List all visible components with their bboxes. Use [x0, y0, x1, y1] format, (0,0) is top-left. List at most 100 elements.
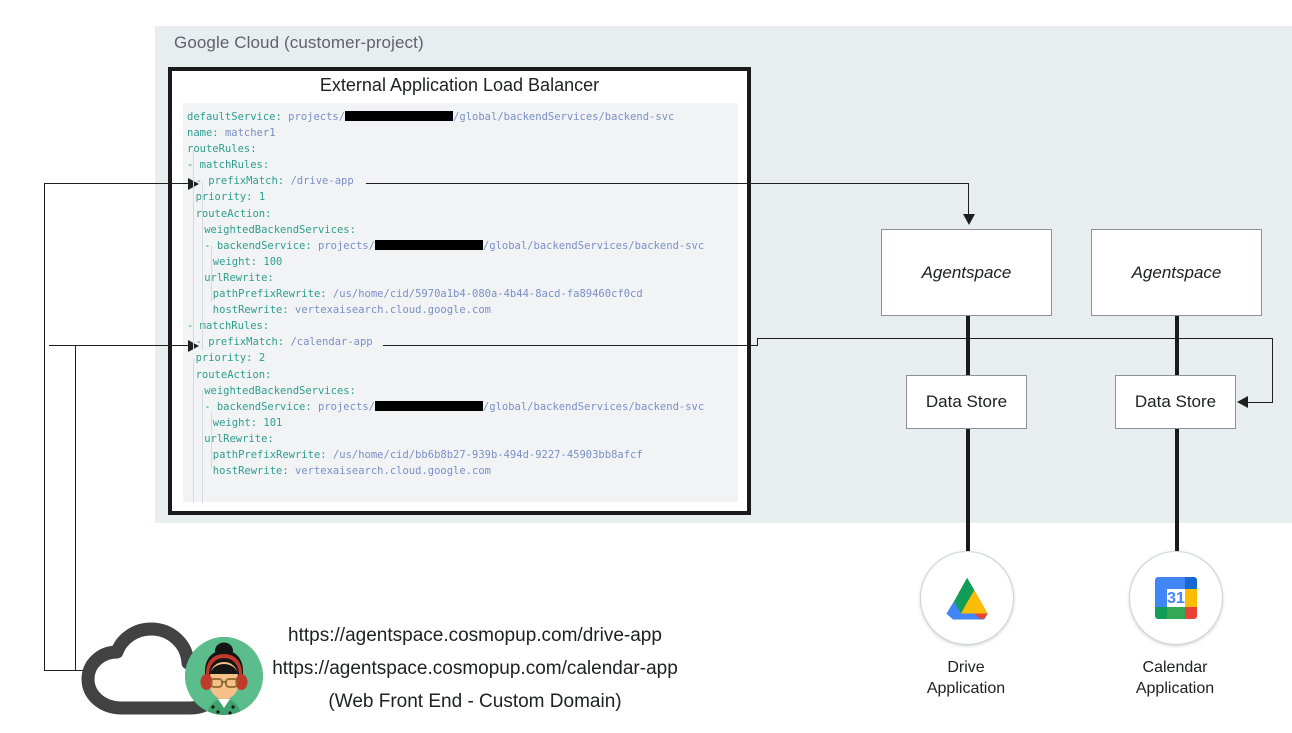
connector-drive-arrow-agentspace [963, 214, 975, 225]
yaml-key: prefixMatch [208, 175, 278, 188]
yaml-value: /us/home/cid/bb6b8b27-939b-494d-9227-459… [332, 448, 643, 461]
connector-calendar-to-cloud [75, 670, 85, 672]
yaml-line: priority: 1 [187, 189, 738, 205]
yaml-key: backendService [216, 400, 306, 413]
yaml-line: urlRewrite: [187, 270, 738, 286]
yaml-key: : [262, 320, 270, 333]
yaml-key: hostRewrite [212, 465, 283, 478]
yaml-value: /drive-app [290, 175, 354, 188]
yaml-line: name: matcher1 [187, 125, 738, 141]
connector-drive-rule-out [366, 183, 969, 185]
link-datastore2-calendar-app [1175, 427, 1179, 551]
link-agentspace2-datastore2 [1175, 316, 1179, 377]
yaml-line: - backendService: projects//global/backe… [187, 238, 738, 254]
yaml-value: projects/ [318, 239, 375, 252]
redacted-project-id [374, 400, 483, 411]
yaml-key: routeRules [187, 143, 251, 156]
yaml-key: backendService [216, 239, 306, 252]
yaml-line: priority: 2 [187, 350, 738, 366]
yaml-key: : [267, 432, 274, 445]
yaml-key: matchRules [199, 320, 263, 333]
calendar-day-number: 31 [1167, 590, 1185, 607]
connector-drive-to-cloud [44, 670, 82, 672]
yaml-value: 100 [263, 255, 283, 268]
redacted-project-id [374, 239, 483, 250]
yaml-key: weightedBackendServices [204, 384, 350, 397]
yaml-key: : [349, 384, 356, 397]
yaml-key: : [250, 255, 264, 268]
connector-calendar-arrow-datastore [1237, 396, 1248, 408]
yaml-key: : [282, 304, 295, 317]
yaml-key: - [187, 159, 194, 172]
yaml-indent-guide [202, 390, 203, 503]
yaml-line: routeAction: [187, 367, 738, 383]
yaml-line: - prefixMatch: /calendar-app [187, 334, 738, 350]
yaml-line: weight: 101 [187, 415, 738, 431]
connector-calendar-into-datastore [1248, 402, 1273, 404]
yaml-key: hostRewrite [212, 304, 283, 317]
web-front-end-caption: (Web Front End - Custom Domain) [328, 691, 622, 712]
node-agentspace-1[interactable]: Agentspace [881, 229, 1052, 316]
node-agentspace-2[interactable]: Agentspace [1091, 229, 1262, 316]
yaml-key: matchRules [199, 159, 263, 172]
yaml-line: pathPrefixRewrite: /us/home/cid/5970a1b4… [187, 286, 738, 302]
yaml-line: urlRewrite: [187, 431, 738, 447]
yaml-line: hostRewrite: vertexaisearch.cloud.google… [187, 302, 738, 318]
node-data-store-2[interactable]: Data Store [1115, 375, 1236, 429]
drive-application-label-line2: Application [926, 680, 1006, 697]
connector-calendar-rule-out [383, 345, 758, 347]
yaml-value: vertexaisearch.cloud.google.com [295, 465, 491, 478]
yaml-key: : [320, 448, 333, 461]
yaml-key: : [246, 191, 259, 204]
google-cloud-panel-title: Google Cloud (customer-project) [174, 33, 424, 52]
connector-calendar-vertical-left [75, 345, 77, 671]
yaml-key: weightedBackendServices [204, 223, 350, 236]
user-avatar-icon [185, 637, 263, 715]
drive-application-circle[interactable] [920, 551, 1014, 645]
calendar-application-label-line1: Calendar [1142, 659, 1208, 676]
yaml-line: routeAction: [187, 206, 738, 222]
yaml-indent-guide [202, 182, 203, 350]
connector-calendar-long-right [757, 338, 1273, 340]
yaml-line: - matchRules: [187, 318, 738, 334]
link-agentspace1-datastore1 [966, 316, 970, 377]
yaml-key: priority [195, 191, 247, 204]
drive-application-label: Drive Application [881, 657, 1051, 699]
yaml-key: urlRewrite [204, 271, 268, 284]
yaml-key: : [305, 400, 319, 413]
yaml-value: /global/backendServices/backend-svc [453, 111, 675, 123]
yaml-value: projects/ [318, 400, 375, 413]
node-data-store-1[interactable]: Data Store [906, 375, 1027, 429]
google-drive-icon [946, 577, 988, 620]
yaml-key: weight [212, 255, 251, 268]
yaml-line: defaultService: projects//global/backend… [187, 109, 738, 125]
yaml-value: /global/backendServices/backend-svc [482, 239, 705, 252]
node-agentspace-1-label: Agentspace [921, 262, 1012, 282]
yaml-line: weightedBackendServices: [187, 222, 738, 238]
yaml-indent-guide [193, 358, 194, 503]
yaml-value: projects/ [288, 111, 346, 123]
yaml-key: : [277, 175, 291, 188]
yaml-key: name [187, 127, 213, 140]
yaml-key: - [187, 320, 194, 333]
yaml-indent-guide [211, 412, 212, 468]
yaml-key: pathPrefixRewrite [212, 288, 321, 301]
yaml-key: : [277, 336, 291, 349]
url-drive-app: https://agentspace.cosmopup.com/drive-ap… [288, 625, 662, 646]
yaml-key: : [262, 159, 270, 172]
calendar-application-label: Calendar Application [1090, 657, 1260, 699]
yaml-value: 1 [258, 191, 266, 204]
calendar-application-circle[interactable]: 31 [1129, 551, 1223, 645]
yaml-indent-guide [211, 246, 212, 302]
yaml-key: : [212, 127, 225, 140]
load-balancer-title: External Application Load Balancer [319, 75, 600, 95]
yaml-key: prefixMatch [208, 336, 278, 349]
yaml-key: - [204, 400, 217, 413]
calendar-application-label-line2: Application [1135, 680, 1215, 697]
url-calendar-app: https://agentspace.cosmopup.com/calendar… [272, 658, 678, 679]
yaml-line: - backendService: projects//global/backe… [187, 399, 738, 415]
yaml-key: urlRewrite [204, 432, 268, 445]
drive-application-label-line1: Drive [947, 659, 985, 676]
yaml-key: : [349, 223, 356, 236]
